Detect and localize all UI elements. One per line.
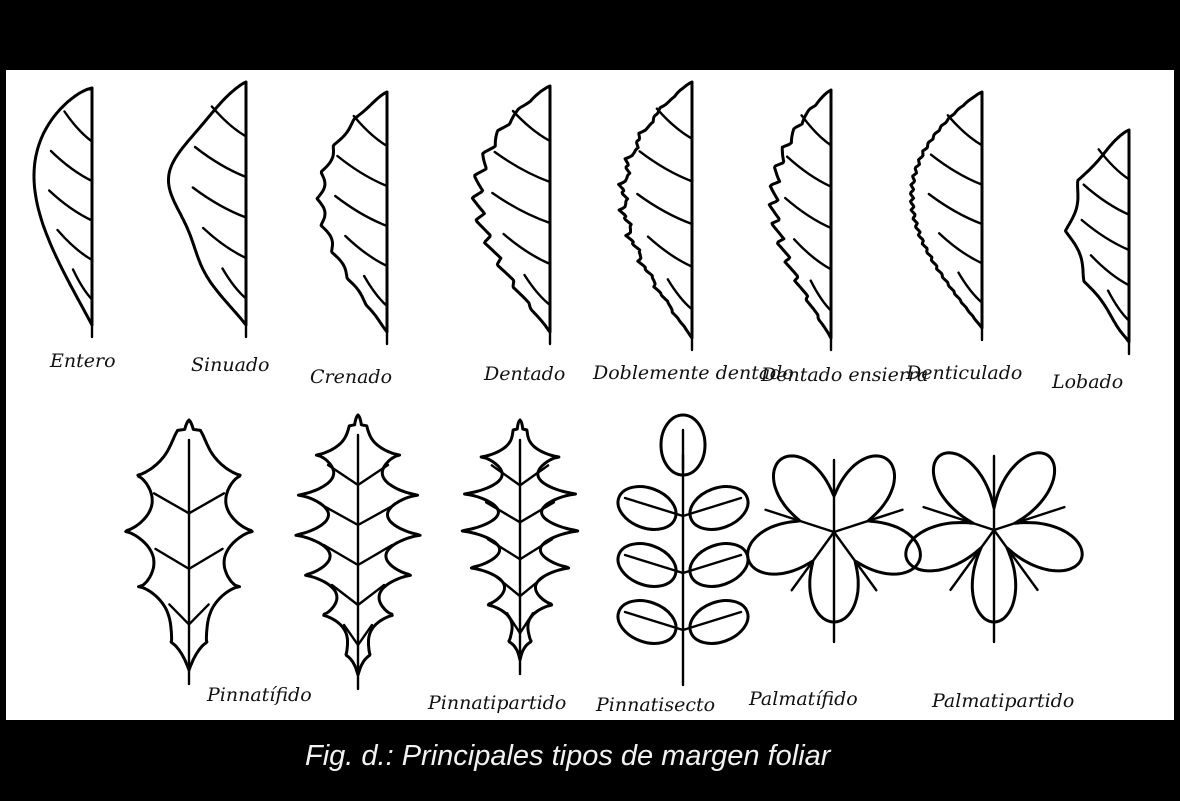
leaf-drawings <box>6 70 1174 720</box>
label-dentado: Dentado <box>484 363 565 385</box>
label-dentado-ensierra: Dentado ensierra <box>761 364 928 386</box>
label-palmatipartido: Palmatipartido <box>932 690 1074 712</box>
sinuate-margin-leaf-icon <box>169 82 247 337</box>
dentate-margin-leaf-icon <box>472 86 550 344</box>
label-lobado: Lobado <box>1052 371 1123 393</box>
caption-band: Fig. d.: Principales tipos de margen fol… <box>0 720 1180 801</box>
serrate-margin-leaf-icon <box>769 90 831 350</box>
label-pinnatifido: Pinnatífido <box>207 684 312 706</box>
pinnatipartite-leaf-icon <box>296 415 420 689</box>
figure-caption: Fig. d.: Principales tipos de margen fol… <box>305 740 830 773</box>
label-sinuado: Sinuado <box>191 354 270 376</box>
top-black-band <box>0 0 1180 70</box>
pinnatisect-leaf-icon <box>612 415 754 685</box>
denticulate-margin-leaf-icon <box>911 92 983 340</box>
label-entero: Entero <box>50 350 116 372</box>
crenate-margin-leaf-icon <box>317 92 387 344</box>
leaf-margin-figure: Entero Sinuado Crenado Dentado Doblement… <box>6 70 1174 720</box>
label-crenado: Crenado <box>310 366 392 388</box>
pinnatifid-leaf-icon <box>126 420 252 684</box>
label-palmatifido: Palmatífido <box>749 688 858 710</box>
palmatifid-leaf-icon <box>748 456 921 642</box>
label-pinnatisecto: Pinnatisecto <box>596 694 715 716</box>
label-denticulado: Denticulado <box>906 362 1022 384</box>
doubly-dentate-margin-leaf-icon <box>619 82 692 350</box>
pinnatisect-leaf-icon <box>462 420 577 674</box>
palmatipartite-leaf-icon <box>906 453 1082 642</box>
entire-margin-leaf-icon <box>34 88 92 337</box>
lobed-margin-leaf-icon <box>1066 130 1130 354</box>
label-pinnatipartido: Pinnatipartido <box>428 692 566 714</box>
